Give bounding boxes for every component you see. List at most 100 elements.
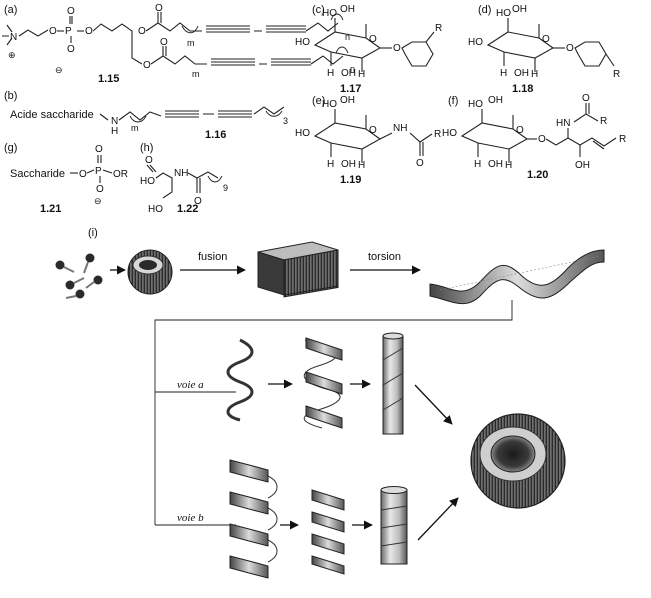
oh-c-1: OH — [340, 4, 355, 15]
oxygen-atom-3: O — [67, 44, 75, 55]
oxygen-h-2: O — [194, 196, 202, 207]
vesicle — [127, 249, 173, 295]
panel-b-amide: (b) Acide saccharide N H m 3 1.16 — [4, 90, 288, 141]
plus-charge: ⊕ — [8, 50, 16, 60]
acide-saccharide-text: Acide saccharide — [10, 109, 94, 121]
minus-charge: ⊖ — [55, 65, 63, 75]
panel-a-label: (a) — [4, 4, 17, 16]
oh-d-2: OH — [514, 68, 529, 79]
oxygen-atom-1: O — [49, 26, 57, 37]
oxygen-atom-6: O — [143, 60, 151, 71]
panel-d-galactoside: (d) HO OH HO H OH H O O R 1.18 — [468, 4, 620, 95]
free-amphiphiles — [55, 253, 103, 299]
r-c: R — [435, 23, 442, 34]
oxygen-atom-2: O — [67, 6, 75, 17]
h-e-1: H — [327, 159, 334, 170]
ho-e-2: HO — [295, 128, 310, 139]
o-f-link: O — [538, 134, 546, 145]
phosphorus-g: P — [95, 166, 102, 177]
hydrogen-b: H — [111, 126, 118, 137]
oxygen-g-3: O — [96, 184, 104, 195]
oxygen-h-1: O — [145, 155, 153, 166]
ho-e-1: HO — [322, 99, 337, 110]
panel-g-label: (g) — [4, 142, 17, 154]
oxygen-atom-4: O — [85, 26, 93, 37]
panel-h-label: (h) — [140, 142, 153, 154]
oh-f-3: OH — [575, 160, 590, 171]
ho-d-1: HO — [496, 8, 511, 19]
subscript-n-lower: n — [350, 64, 355, 74]
twisted-ribbon — [429, 249, 605, 305]
nitrogen-atom: N — [10, 32, 17, 43]
o-c-ring: O — [369, 34, 377, 45]
panel-e-label: (e) — [312, 95, 325, 107]
o-e-ring: O — [369, 125, 377, 136]
panel-b-label: (b) — [4, 90, 17, 102]
r-f-1: R — [600, 116, 607, 127]
hn-e: NH — [393, 123, 407, 134]
h-e-2: H — [358, 160, 365, 171]
oxygen-g-2: O — [95, 144, 103, 155]
panel-c-label: (c) — [312, 4, 325, 16]
o-f-carbonyl: O — [582, 93, 590, 104]
o-c-link: O — [393, 43, 401, 54]
route-a-helix-wide — [303, 337, 343, 429]
subscript-9-h: 9 — [223, 183, 228, 193]
panel-c-galactoside: (c) HO OH HO H OH H O O R 1.17 — [295, 4, 442, 95]
voie-a-label: voie a — [177, 379, 204, 391]
subscript-m-b: m — [131, 123, 139, 133]
r-e: R — [434, 129, 441, 140]
phosphorus-atom: P — [65, 26, 72, 37]
nitrogen-b: N — [111, 116, 118, 127]
oh-e-1: OH — [340, 95, 355, 106]
route-b-helix-ribbon — [229, 459, 278, 579]
route-a-helix-thin — [226, 338, 254, 422]
minus-g: ⊖ — [94, 196, 102, 206]
panel-g-phosphate: (g) Saccharide O P O O ⊖ OR 1.21 — [4, 142, 128, 215]
o-f-ring: O — [516, 125, 524, 136]
subscript-m-upper: m — [187, 38, 195, 48]
oh-f-2: OH — [488, 159, 503, 170]
ho-f-2: HO — [442, 128, 457, 139]
compound-1-17: 1.17 — [340, 83, 361, 95]
r-d: R — [613, 69, 620, 80]
compound-1-22: 1.22 — [177, 203, 198, 215]
subscript-n-upper: n — [345, 32, 350, 42]
ho-h-2: HO — [148, 204, 163, 215]
compound-1-20: 1.20 — [527, 169, 548, 181]
or-group: OR — [113, 169, 128, 180]
ho-d-2: HO — [468, 37, 483, 48]
panel-i-assembly: (i) fusion torsion — [55, 227, 605, 579]
h-d-2: H — [531, 69, 538, 80]
subscript-3-b: 3 — [283, 116, 288, 126]
oh-f-1: OH — [488, 95, 503, 106]
compound-1-15: 1.15 — [98, 73, 119, 85]
carbonyl-o-lower: O — [160, 37, 168, 48]
torsion-label: torsion — [368, 251, 401, 263]
nanotube — [470, 413, 566, 509]
oxygen-g-1: O — [79, 169, 87, 180]
h-c-1: H — [327, 68, 334, 79]
panel-f-label: (f) — [448, 95, 458, 107]
ho-h: HO — [140, 176, 155, 187]
oh-e-2: OH — [341, 159, 356, 170]
compound-1-19: 1.19 — [340, 174, 361, 186]
voie-b-label: voie b — [177, 512, 204, 524]
oh-c-2: OH — [341, 68, 356, 79]
route-b-tube — [380, 486, 408, 565]
h-d-1: H — [500, 68, 507, 79]
oxygen-atom-5: O — [138, 26, 146, 37]
panel-a-phospholipid: (a) N ⊕ O P O O ⊖ O O O O m n O m n 1.15 — [2, 3, 355, 85]
o-e-carbonyl: O — [416, 158, 424, 169]
bilayer-slab — [257, 241, 339, 298]
panel-i-label: (i) — [88, 227, 98, 239]
carbonyl-o-upper: O — [155, 3, 163, 14]
ho-f-1: HO — [468, 99, 483, 110]
compound-1-18: 1.18 — [512, 83, 533, 95]
o-d-ring: O — [542, 34, 550, 45]
saccharide-text: Saccharide — [10, 168, 65, 180]
fusion-label: fusion — [198, 251, 227, 263]
o-d-link: O — [566, 43, 574, 54]
compound-1-21: 1.21 — [40, 203, 61, 215]
h-f-2: H — [505, 160, 512, 171]
